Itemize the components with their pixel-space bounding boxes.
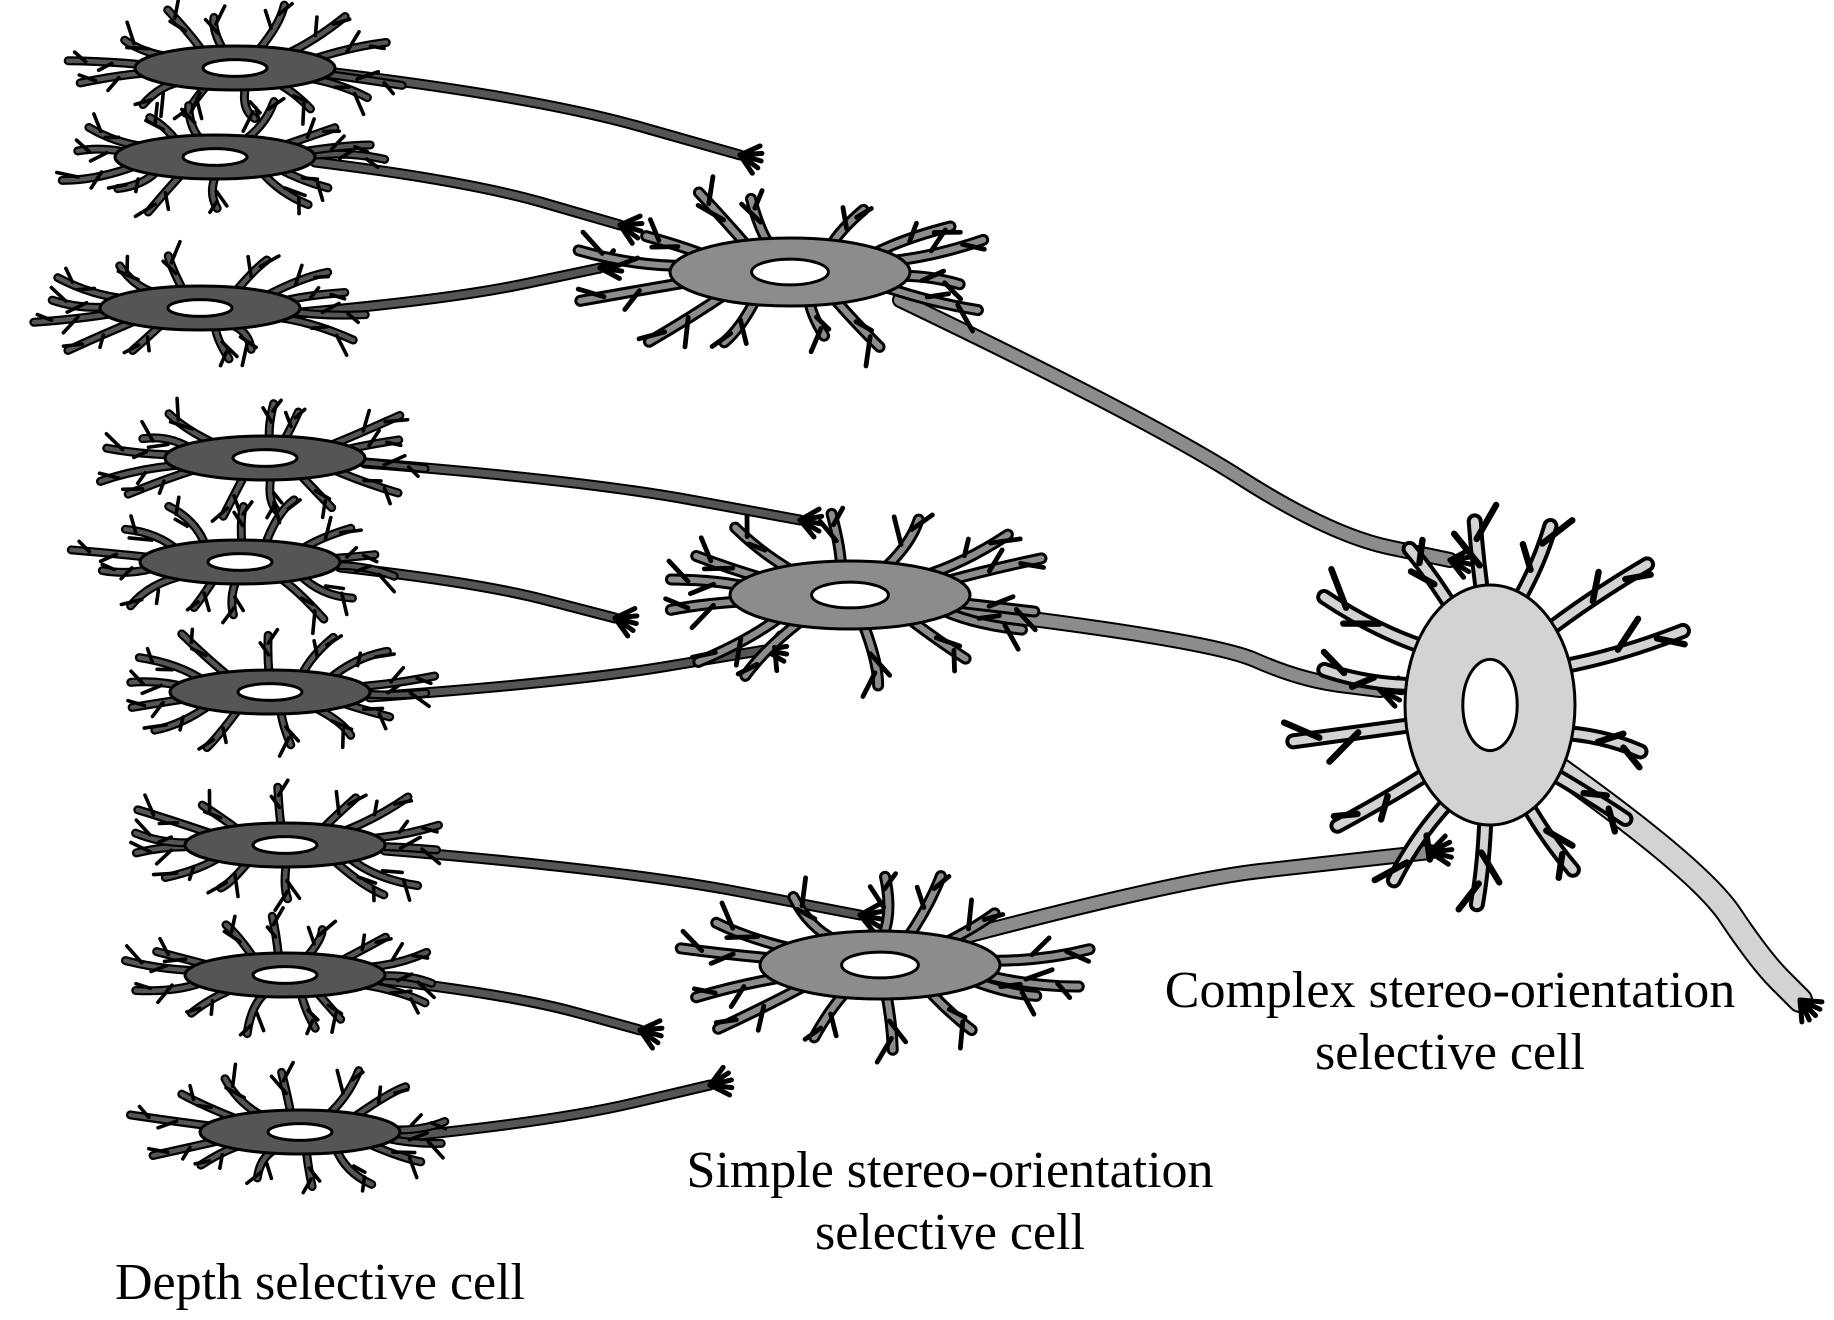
depth-cell-4-nucleus — [231, 448, 299, 468]
axon-depth-8 — [379, 974, 665, 1051]
simple-cell-2-nucleus — [810, 580, 890, 610]
depth-cell-7 — [129, 778, 443, 913]
axon-simple-3 — [962, 833, 1455, 943]
simple-cell-3-nucleus — [840, 950, 920, 980]
simple-cell-label-line1: Simple stereo-orientation — [686, 1142, 1214, 1199]
depth-cell-4 — [95, 396, 430, 523]
depth-cell-9-nucleus — [266, 1122, 334, 1142]
simple-cell-2 — [663, 505, 1048, 699]
depth-cell-8-nucleus — [251, 965, 319, 985]
depth-cell-2 — [54, 91, 390, 219]
depth-cell-3 — [29, 239, 370, 368]
simple-cell-3 — [674, 870, 1096, 1065]
axon-depth-2 — [309, 156, 645, 246]
depth-cell-3-nucleus — [166, 298, 234, 318]
complex-cell-nucleus — [1461, 657, 1519, 753]
axon-simple-1 — [892, 292, 1475, 580]
depth-cell-5-nucleus — [206, 552, 274, 572]
complex-cell-label-line1: Complex stereo-orientation — [1164, 962, 1736, 1019]
depth-cell-1 — [63, 0, 407, 133]
depth-cell-6 — [126, 627, 440, 758]
simple-cell-1 — [572, 174, 990, 369]
depth-cell-2-nucleus — [181, 147, 249, 167]
depth-cell-9 — [125, 1060, 450, 1195]
simple-cell-label: Simple stereo-orientation selective cell — [620, 1140, 1280, 1264]
axon-depth-4 — [359, 457, 825, 540]
axon-depth-3 — [294, 248, 625, 319]
axon-depth-9 — [394, 1064, 735, 1143]
depth-cell-8 — [120, 906, 437, 1039]
complex-cell — [1280, 501, 1691, 913]
axon-simple-2 — [952, 602, 1405, 709]
depth-cell-5 — [66, 495, 399, 636]
simple-cell-1-nucleus — [750, 257, 830, 287]
depth-cell-label-text: Depth selective cell — [114, 1254, 526, 1311]
axon-depth-6 — [364, 630, 790, 703]
depth-cell-6-nucleus — [236, 682, 304, 702]
complex-cell-label: Complex stereo-orientation selective cel… — [1070, 960, 1830, 1084]
depth-cell-7-nucleus — [251, 835, 319, 855]
simple-cell-label-line2: selective cell — [815, 1204, 1085, 1261]
complex-cell-label-line2: selective cell — [1315, 1024, 1585, 1081]
axon-depth-7 — [379, 844, 885, 935]
neuron-layer — [29, 0, 1691, 1195]
depth-cell-label: Depth selective cell — [60, 1252, 580, 1314]
depth-cell-1-nucleus — [201, 58, 269, 78]
